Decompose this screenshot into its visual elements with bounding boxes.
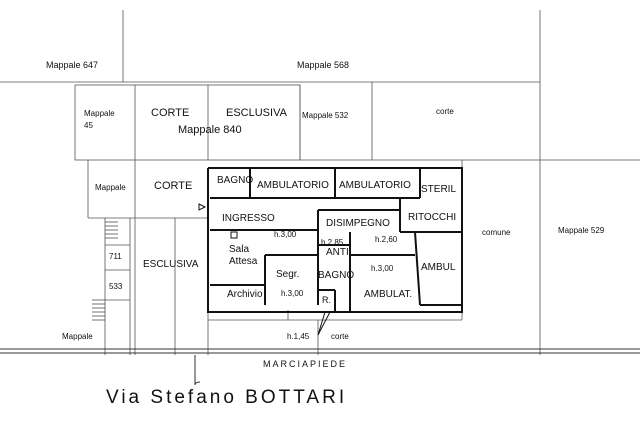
room-r: R.	[322, 295, 331, 305]
height-ambulat: h.3,00	[371, 264, 394, 273]
label-comune: comune	[482, 228, 511, 237]
height-ingresso: h.3,00	[274, 230, 297, 239]
height-ritocchi: h.2,60	[375, 235, 398, 244]
label-mappale-532: Mappale 532	[302, 111, 349, 120]
room-disimpegno: DISIMPEGNO	[326, 218, 390, 229]
height-segr: h.3,00	[281, 289, 304, 298]
room-anti: ANTI	[326, 247, 349, 258]
label-mappale-568: Mappale 568	[297, 60, 350, 70]
label-mappale-mid: Mappale	[95, 183, 126, 192]
room-steril: STERIL	[421, 184, 457, 195]
room-ambul: AMBUL	[421, 262, 456, 273]
label-mappale-529: Mappale 529	[558, 226, 605, 235]
label-esclusiva-top: ESCLUSIVA	[226, 107, 287, 119]
height-anti: h.2,85	[321, 238, 344, 247]
room-segr: Segr.	[276, 269, 300, 280]
street-name: Via Stefano BOTTARI	[106, 387, 348, 408]
room-sala-attesa: Sala Attesa	[229, 244, 258, 267]
label-corte-right: corte	[436, 107, 454, 116]
doors-and-fixtures	[198, 203, 331, 336]
room-ambulatorio-1: AMBULATORIO	[257, 180, 329, 191]
label-corte-top: CORTE	[151, 107, 190, 119]
label-711: 711	[109, 252, 122, 261]
cadastral-lines	[0, 10, 640, 355]
label-mappale-45: Mappale 45	[84, 109, 115, 130]
room-ritocchi: RITOCCHI	[408, 212, 457, 223]
sidewalk-lines	[0, 348, 640, 386]
room-archivio: Archivio	[227, 289, 263, 300]
room-ambulatorio-2: AMBULATORIO	[339, 180, 411, 191]
label-mappale-840: Mappale 840	[178, 124, 242, 136]
building-walls	[207, 167, 463, 313]
room-bagno-1: BAGNO	[217, 175, 254, 186]
room-ingresso: INGRESSO	[222, 213, 275, 224]
label-533: 533	[109, 282, 123, 291]
room-ambulat: AMBULAT.	[364, 289, 413, 300]
label-corte-bottom: corte	[331, 332, 349, 341]
room-bagno-2: BAGNO	[318, 270, 355, 281]
label-marciapiede: MARCIAPIEDE	[263, 359, 348, 369]
stair-marks	[92, 221, 118, 321]
label-corte-mid: CORTE	[154, 180, 193, 192]
label-mappale-bottom: Mappale	[62, 332, 93, 341]
label-esclusiva-left: ESCLUSIVA	[143, 259, 199, 270]
label-mappale-647: Mappale 647	[46, 60, 99, 70]
height-bottom: h.1,45	[287, 332, 310, 341]
